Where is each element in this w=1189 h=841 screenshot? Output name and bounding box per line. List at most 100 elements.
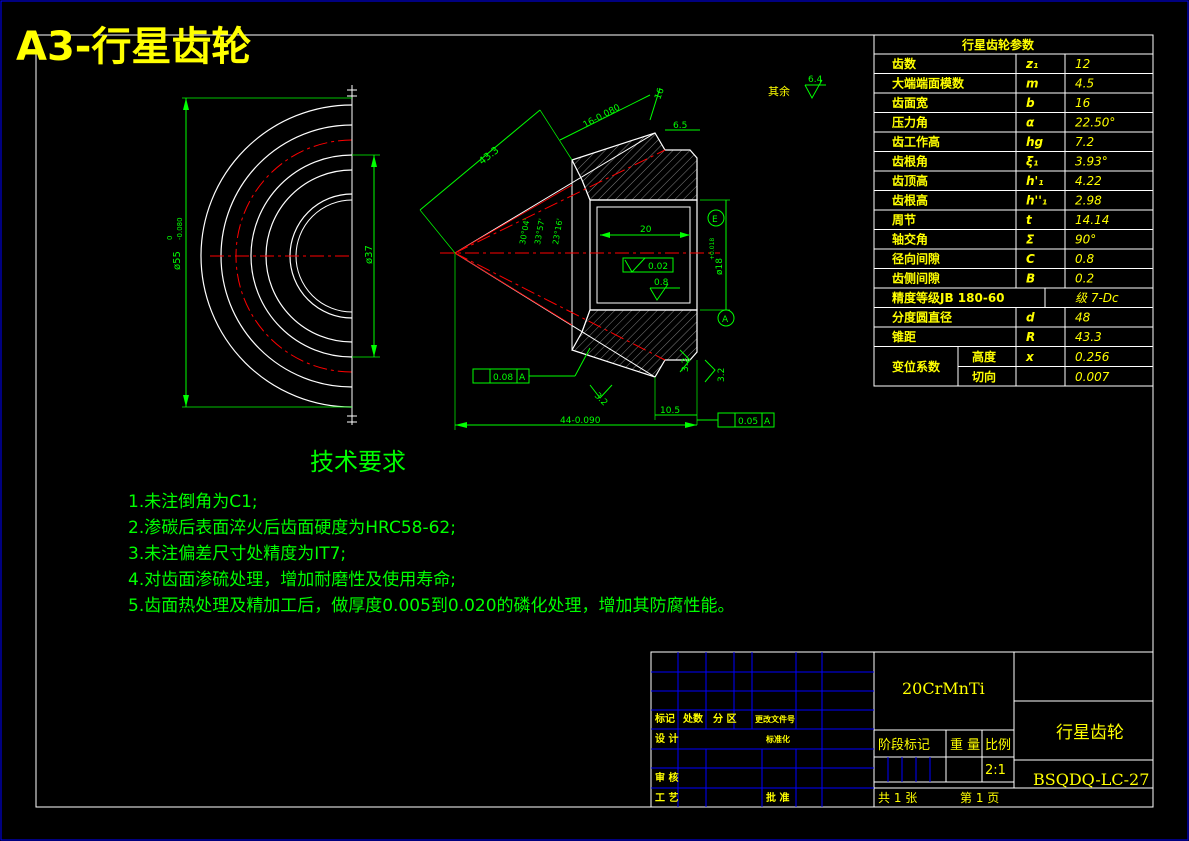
dim-angle-2: 33°57' [533, 218, 546, 246]
dim-outer-dia-tol-upper: 0 [166, 236, 174, 240]
param-sym-0: z₁ [1025, 57, 1038, 71]
param-sym-11: B [1026, 272, 1035, 286]
tech-item-5: 5.齿面热处理及精加工后，做厚度0.005到0.020的磷化处理，增加其防腐性能… [128, 596, 735, 616]
tb-scale: 2:1 [985, 763, 1006, 778]
tech-list: 1.未注倒角为C1; 2.渗碳后表面淬火后齿面硬度为HRC58-62; 3.未注… [128, 492, 735, 616]
param-val-6: 4.22 [1075, 174, 1102, 188]
shift-sym-0: x [1025, 350, 1035, 364]
title-block [650, 651, 1154, 808]
shift-name-1: 切向 [972, 369, 996, 384]
tech-title: 技术要求 [310, 448, 406, 476]
param-name-11: 齿侧间隙 [892, 271, 940, 286]
dim-len-44: 44-0.090 [560, 416, 601, 426]
param-val-2: 16 [1075, 96, 1091, 110]
title-block-text: 标记 处数 分 区 更改文件号 设 计 标准化 审 核 工 艺 批 准 [654, 712, 795, 804]
tb-zone: 分 区 [713, 712, 736, 725]
param-sym-5: ξ₁ [1026, 155, 1038, 169]
runout-tol-2: 0.05 [738, 417, 758, 427]
tb-process: 工 艺 [655, 791, 678, 804]
param-sym-4: hg [1026, 135, 1044, 149]
dim-len-105: 10.5 [660, 406, 680, 416]
sheet-title: A3-行星齿轮 [16, 24, 251, 70]
tb-material: 20CrMnTi [902, 679, 985, 698]
param-sym-9: Σ [1026, 233, 1035, 247]
param-val-9: 90° [1075, 233, 1096, 247]
tb-change-doc: 更改文件号 [755, 714, 795, 724]
param-name-12: 精度等级JB 180-60 [892, 290, 1005, 305]
param-name-8: 周节 [892, 212, 916, 227]
param-val-14: 43.3 [1075, 330, 1102, 344]
param-sym-13: d [1026, 311, 1035, 325]
tech-item-1: 1.未注倒角为C1; [128, 492, 258, 512]
roughness-note-value: 6.4 [808, 75, 823, 85]
dim-angle-1: 30°04' [518, 218, 531, 246]
tb-weight: 重 量 [950, 737, 980, 753]
datum-e-label: E [712, 215, 718, 225]
param-val-12: 级 7-Dc [1075, 291, 1119, 305]
param-sym-14: R [1026, 330, 1035, 344]
param-sym-1: m [1026, 77, 1039, 91]
param-name-0: 齿数 [892, 56, 917, 71]
dim-r16: 16 [653, 87, 666, 101]
tb-approve: 批 准 [766, 791, 789, 804]
tech-item-3: 3.未注偏差尺寸处精度为IT7; [128, 544, 346, 564]
front-view [182, 85, 380, 425]
tb-mark: 标记 [654, 712, 675, 725]
roughness-32c: 3.2 [592, 391, 609, 408]
param-sym-8: t [1026, 213, 1033, 227]
runout-tol-1-datum: A [519, 373, 526, 383]
roughness-32b: 3.2 [717, 368, 727, 382]
param-name-13: 分度圆直径 [892, 310, 952, 325]
tb-count: 处数 [682, 712, 704, 725]
param-name-10: 径向间隙 [892, 251, 940, 266]
param-val-8: 14.14 [1075, 213, 1109, 227]
dim-face: 16-0.080 [582, 103, 623, 131]
param-sym-3: α [1026, 116, 1035, 130]
param-val-3: 22.50° [1075, 116, 1115, 130]
shift-name-0: 高度 [972, 349, 997, 364]
dim-bore-dia-tol: +0.018 [709, 238, 716, 260]
param-val-5: 3.93° [1075, 155, 1108, 169]
dim-angle-3: 23°16' [551, 218, 564, 246]
dim-outer-dia: ø55 [172, 251, 183, 270]
param-name-9: 轴交角 [892, 232, 928, 247]
roughness-08: 0.8 [654, 278, 669, 288]
param-table-title: 行星齿轮参数 [961, 37, 1035, 52]
tb-drawing-no: BSQDQ-LC-27 [1033, 770, 1149, 789]
tech-item-4: 4.对齿面渗硫处理，增加耐磨性及使用寿命; [128, 569, 456, 590]
dim-outer-dia-tol-lower: -0.080 [176, 217, 184, 240]
tb-check: 审 核 [655, 771, 678, 784]
tb-page: 第 1 页 [960, 791, 999, 805]
param-sym-7: h''₁ [1026, 194, 1047, 208]
tb-scale-label: 比例 [985, 738, 1011, 753]
dim-cone: 43.3 [477, 145, 501, 167]
dim-bore-len: 20 [640, 225, 652, 235]
param-name-6: 齿顶高 [892, 173, 928, 188]
dim-bore-dia: ø18 [715, 258, 725, 275]
param-val-4: 7.2 [1075, 135, 1094, 149]
param-name-2: 齿面宽 [892, 95, 928, 110]
shift-val-1: 0.007 [1075, 370, 1110, 384]
param-sym-10: C [1026, 252, 1035, 266]
param-name-3: 压力角 [892, 115, 928, 130]
dim-inner-dia: ø37 [364, 245, 375, 264]
tb-standard: 标准化 [765, 734, 790, 744]
param-sym-6: h'₁ [1026, 174, 1043, 188]
inner-frame [35, 34, 1154, 808]
flatness-value: 0.02 [648, 262, 668, 272]
roughness-32a: 3.2 [681, 358, 691, 372]
tb-design: 设 计 [655, 732, 678, 745]
runout-tol-1: 0.08 [493, 373, 513, 383]
shift-val-0: 0.256 [1075, 350, 1110, 364]
param-val-7: 2.98 [1075, 194, 1102, 208]
runout-tol-2-datum: A [764, 417, 771, 427]
param-val-13: 48 [1075, 311, 1091, 325]
param-name-14: 锥距 [892, 329, 916, 344]
tb-part-name: 行星齿轮 [1056, 723, 1124, 743]
parameter-table-text: 行星齿轮参数 齿数 z₁ 12 大端端面模数 m 4.5 齿面宽 b 16 压力… [892, 37, 1119, 384]
param-name-5: 齿根角 [892, 154, 928, 169]
shift-label: 变位系数 [892, 359, 941, 374]
param-name-4: 齿工作高 [892, 134, 940, 149]
param-val-0: 12 [1075, 57, 1090, 71]
